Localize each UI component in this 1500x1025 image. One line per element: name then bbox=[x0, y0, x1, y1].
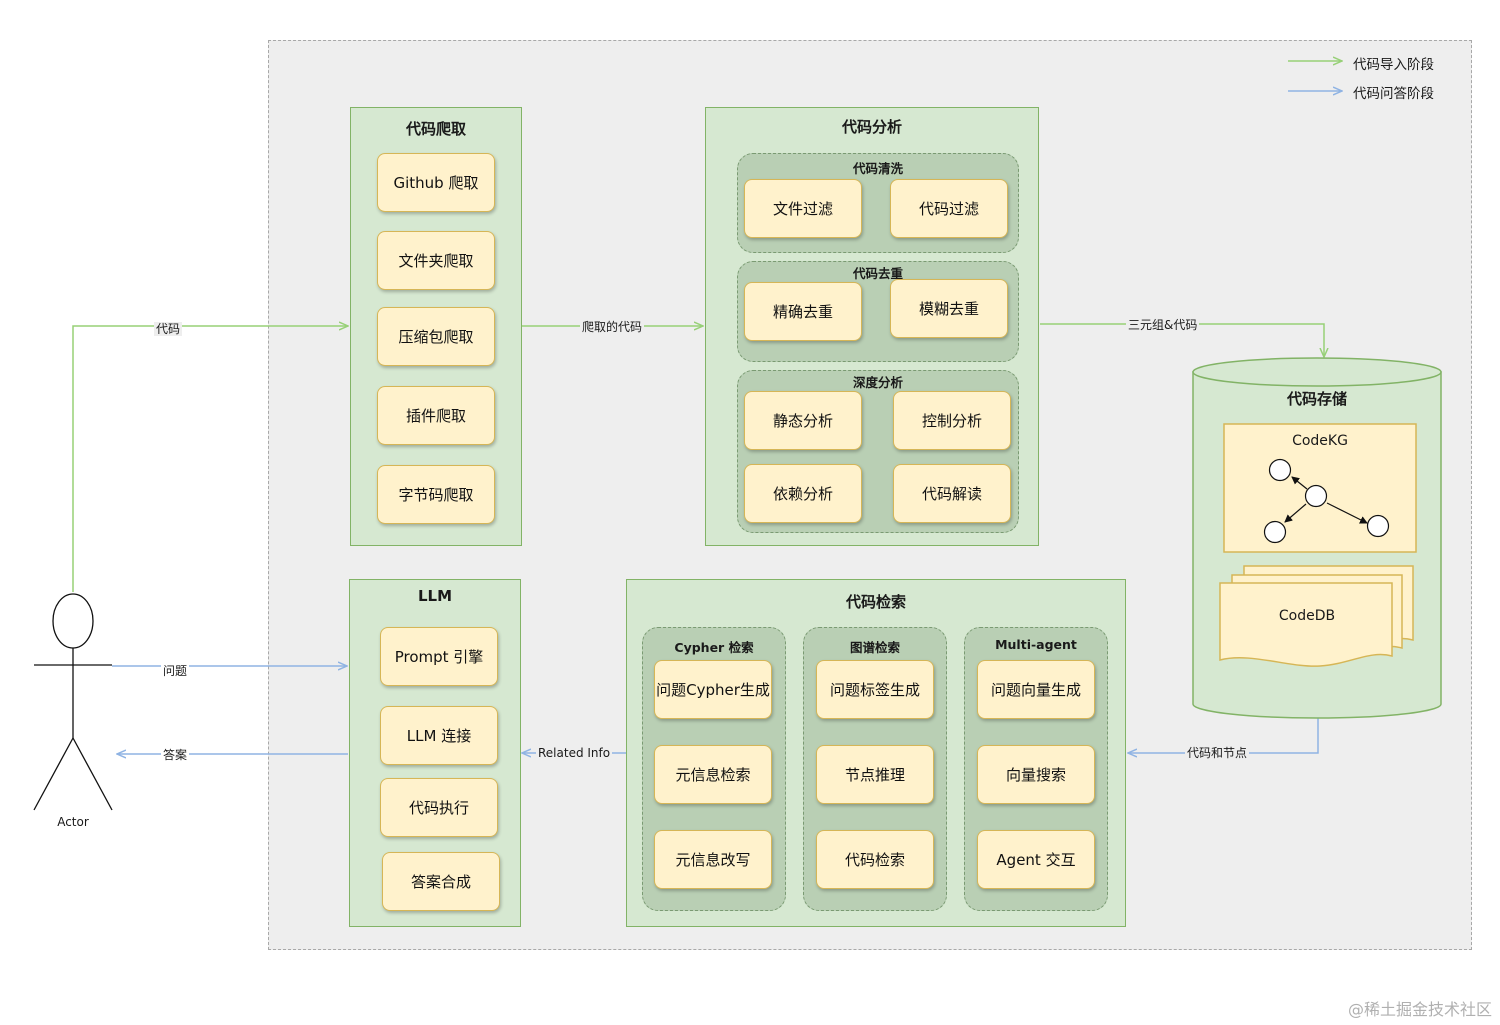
agent-item-vector-generate: 问题向量生成 bbox=[977, 660, 1095, 719]
agent-title: Multi-agent bbox=[995, 637, 1077, 652]
dedup-item-fuzzy: 模糊去重 bbox=[890, 279, 1008, 338]
graph-item-code-search: 代码检索 bbox=[816, 830, 934, 889]
edge-label-crawled-code: 爬取的代码 bbox=[580, 320, 645, 334]
agent-item-vector-search: 向量搜索 bbox=[977, 745, 1095, 804]
crawl-item-folder: 文件夹爬取 bbox=[377, 231, 495, 290]
graph-item-node-infer: 节点推理 bbox=[816, 745, 934, 804]
actor-label: Actor bbox=[57, 815, 89, 829]
watermark: @稀土掘金技术社区 bbox=[1347, 1000, 1492, 1019]
deep-item-interpret: 代码解读 bbox=[893, 464, 1011, 523]
crawl-item-archive: 压缩包爬取 bbox=[377, 307, 495, 366]
retrieval-title: 代码检索 bbox=[845, 593, 906, 611]
crawl-item-github: Github 爬取 bbox=[377, 153, 495, 212]
deep-item-static: 静态分析 bbox=[744, 391, 862, 450]
graph-title: 图谱检索 bbox=[849, 640, 900, 655]
llm-item-connect: LLM 连接 bbox=[380, 706, 498, 765]
storage-title: 代码存储 bbox=[1286, 390, 1347, 408]
edge-label-answer: 答案 bbox=[161, 748, 190, 762]
edge-label-question: 问题 bbox=[161, 664, 190, 678]
codedb-shape bbox=[1219, 565, 1414, 667]
cypher-item-generate: 问题Cypher生成 bbox=[654, 660, 772, 719]
dedup-item-exact: 精确去重 bbox=[744, 282, 862, 341]
deep-item-control: 控制分析 bbox=[893, 391, 1011, 450]
deep-title: 深度分析 bbox=[852, 375, 903, 390]
crawl-item-bytecode: 字节码爬取 bbox=[377, 465, 495, 524]
crawl-title: 代码爬取 bbox=[405, 120, 466, 138]
edge-label-code: 代码 bbox=[154, 322, 183, 336]
llm-item-execute: 代码执行 bbox=[380, 778, 498, 837]
agent-item-interaction: Agent 交互 bbox=[977, 830, 1095, 889]
edge-code bbox=[72, 326, 348, 592]
edge-label-code-and-nodes: 代码和节点 bbox=[1185, 746, 1250, 760]
llm-item-synthesize: 答案合成 bbox=[382, 852, 500, 911]
dedup-title: 代码去重 bbox=[852, 266, 903, 281]
edge-label-related-info: Related Info bbox=[536, 746, 613, 760]
codekg-label: CodeKG bbox=[1292, 433, 1348, 449]
cypher-title: Cypher 检索 bbox=[674, 640, 754, 655]
legend-qa-label: 代码问答阶段 bbox=[1353, 86, 1434, 102]
analysis-title: 代码分析 bbox=[841, 118, 902, 136]
cypher-item-meta-search: 元信息检索 bbox=[654, 745, 772, 804]
clean-item-code-filter: 代码过滤 bbox=[890, 179, 1008, 238]
crawl-item-plugin: 插件爬取 bbox=[377, 386, 495, 445]
codedb-label: CodeDB bbox=[1278, 608, 1336, 624]
llm-title: LLM bbox=[417, 587, 453, 605]
llm-item-prompt: Prompt 引擎 bbox=[380, 627, 498, 686]
clean-title: 代码清洗 bbox=[852, 161, 903, 176]
graph-item-tag-generate: 问题标签生成 bbox=[816, 660, 934, 719]
deep-item-dependency: 依赖分析 bbox=[744, 464, 862, 523]
codekg-graph bbox=[1223, 423, 1417, 553]
legend-import-label: 代码导入阶段 bbox=[1353, 57, 1434, 73]
edge-label-triples-code: 三元组&代码 bbox=[1126, 318, 1200, 332]
cypher-item-meta-rewrite: 元信息改写 bbox=[654, 830, 772, 889]
actor-figure bbox=[33, 593, 113, 811]
clean-item-file-filter: 文件过滤 bbox=[744, 179, 862, 238]
